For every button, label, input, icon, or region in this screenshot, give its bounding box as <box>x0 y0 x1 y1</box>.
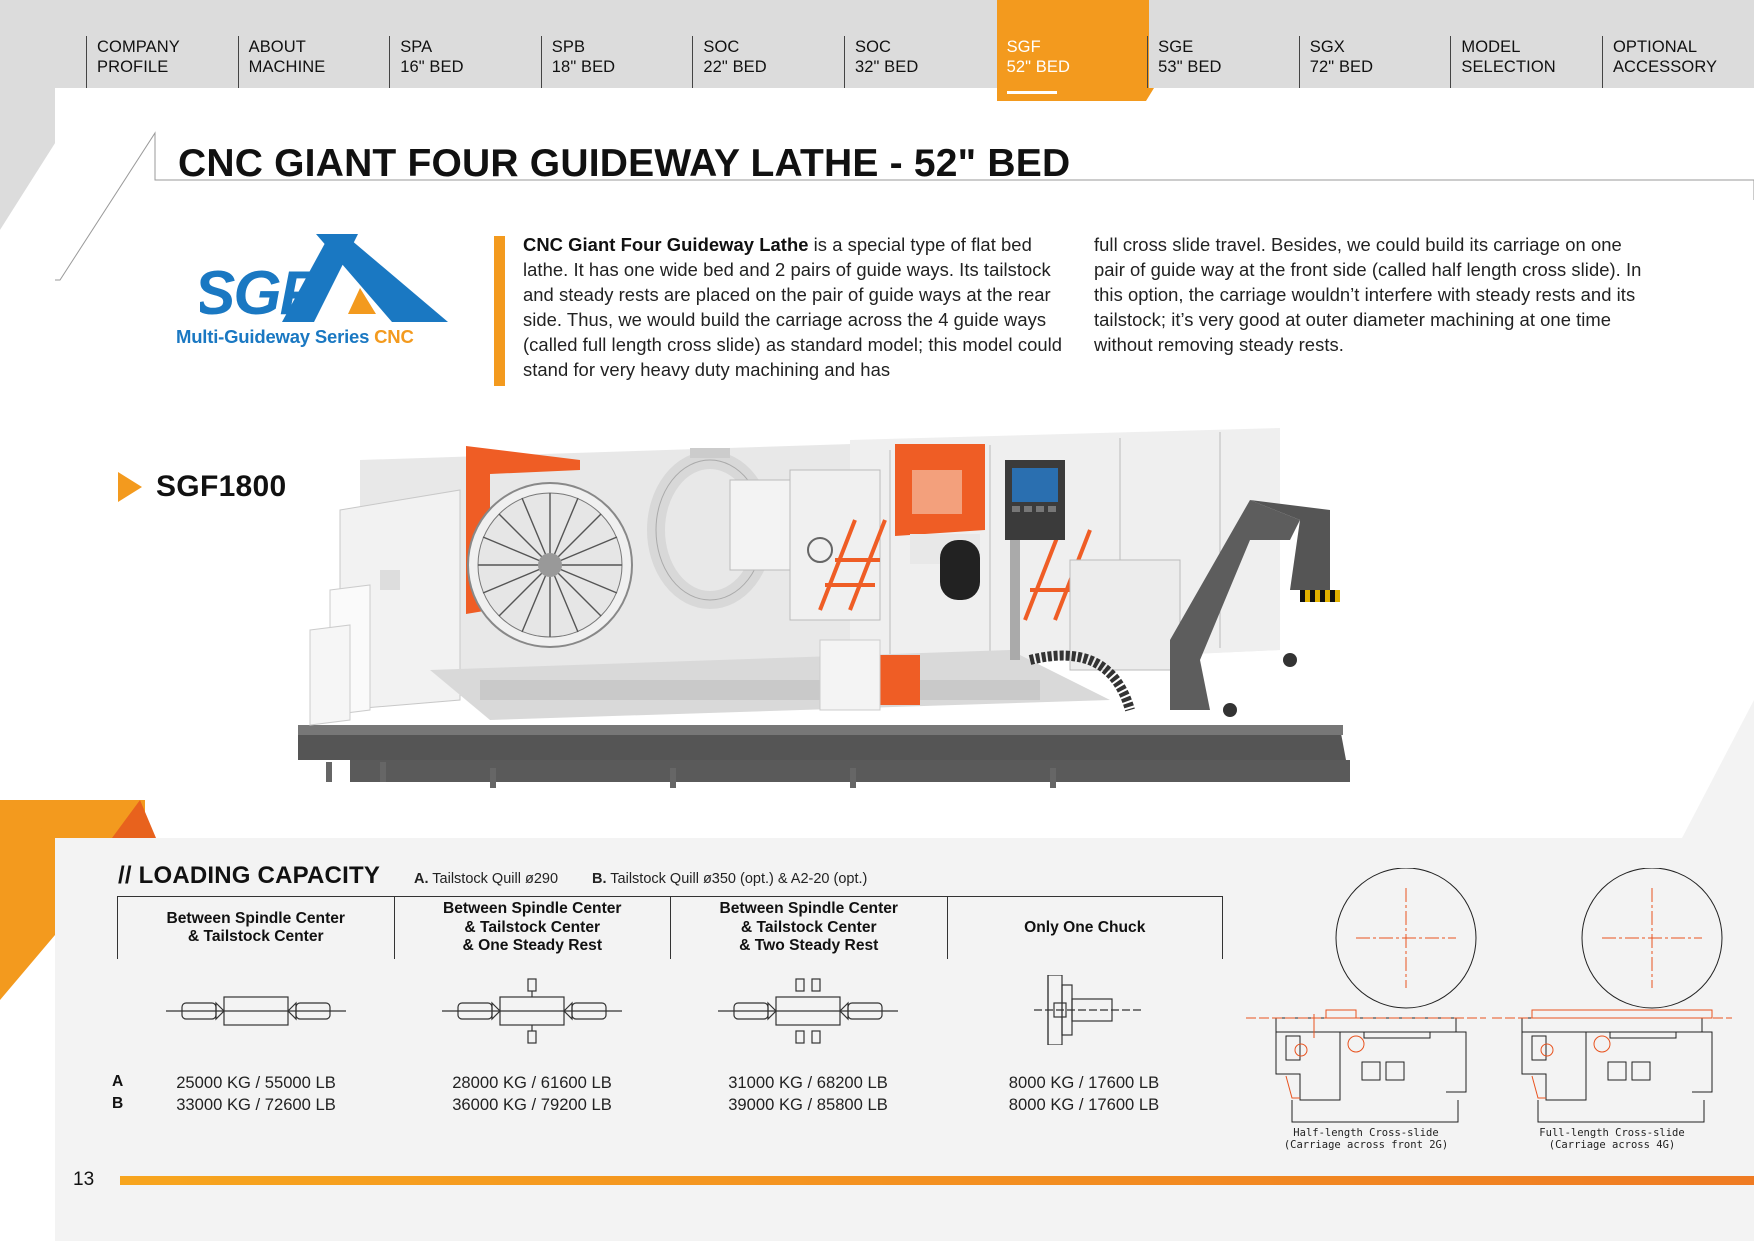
two-steady-rest-icon <box>718 978 898 1044</box>
machine-illustration <box>298 428 1350 788</box>
row-label-a: A <box>112 1073 124 1090</box>
capacity-value: 36000 KG / 79200 LB <box>452 1095 612 1114</box>
logo-mark-text: SGF <box>200 259 320 322</box>
capacity-value: 8000 KG / 17600 LB <box>1008 1073 1160 1092</box>
model-name: SGF1800 <box>156 470 287 503</box>
page-number: 13 <box>73 1169 95 1190</box>
footer-bar <box>120 1176 1754 1185</box>
active-tab-indicator <box>1006 91 1057 94</box>
capacity-value: 33000 KG / 72600 LB <box>176 1095 336 1114</box>
note-b: B. Tailstock Quill ø350 (opt.) & A2-20 (… <box>592 871 868 887</box>
description-text-1: is a special type of flat bed lathe. It … <box>523 234 1063 380</box>
column-header: Between Spindle Center& Tailstock Center… <box>670 897 947 959</box>
diagram-caption-2b: (Carriage across 4G) <box>1549 1139 1675 1151</box>
one-chuck-icon <box>1034 975 1144 1045</box>
play-triangle-icon <box>118 472 142 502</box>
loading-capacity-title: // LOADING CAPACITY <box>118 862 381 889</box>
column-header: Between Spindle Center& Tailstock Center… <box>393 897 671 959</box>
loading-capacity-header: // LOADING CAPACITY A. Tailstock Quill ø… <box>118 862 867 890</box>
accent-bar <box>494 236 505 386</box>
column-header: Only One Chuck <box>946 897 1223 959</box>
sgf-logo-mark: SGF <box>200 234 448 322</box>
diagram-caption-1b: (Carriage across front 2G) <box>1284 1139 1448 1151</box>
sgf-logo: SGF Multi-Guideway Series CNC <box>170 232 460 352</box>
model-label: SGF1800 <box>118 470 287 504</box>
capacity-value: 8000 KG / 17600 LB <box>1008 1095 1160 1114</box>
full-length-cross-slide-diagram: Full-length Cross-slide (Carriage across… <box>1492 868 1732 1151</box>
column-header: Between Spindle Center& Tailstock Center <box>117 897 394 959</box>
note-a: A. Tailstock Quill ø290 <box>414 871 559 887</box>
capacity-value: 31000 KG / 68200 LB <box>728 1073 888 1092</box>
description-column-1: CNC Giant Four Guideway Lathe is a speci… <box>523 232 1063 382</box>
logo-series-text: Multi-Guideway Series CNC <box>176 326 414 347</box>
diagram-caption-1a: Half-length Cross-slide <box>1293 1127 1438 1139</box>
page-title: CNC GIANT FOUR GUIDEWAY LATHE - 52" BED <box>178 142 1071 185</box>
capacity-value: 25000 KG / 55000 LB <box>176 1073 336 1092</box>
half-length-cross-slide-diagram: Half-length Cross-slide (Carriage across… <box>1246 868 1486 1151</box>
description-column-2: full cross slide travel. Besides, we cou… <box>1094 234 1642 355</box>
capacity-value: 28000 KG / 61600 LB <box>452 1073 612 1092</box>
one-steady-rest-icon <box>442 978 622 1044</box>
spindle-tailstock-icon <box>166 996 346 1026</box>
capacity-value: 39000 KG / 85800 LB <box>728 1095 888 1114</box>
diagram-caption-2a: Full-length Cross-slide <box>1539 1127 1684 1139</box>
loading-capacity-table: Between Spindle Center& Tailstock Center… <box>117 896 1223 959</box>
row-label-b: B <box>112 1095 124 1112</box>
description-lead: CNC Giant Four Guideway Lathe <box>523 234 809 255</box>
